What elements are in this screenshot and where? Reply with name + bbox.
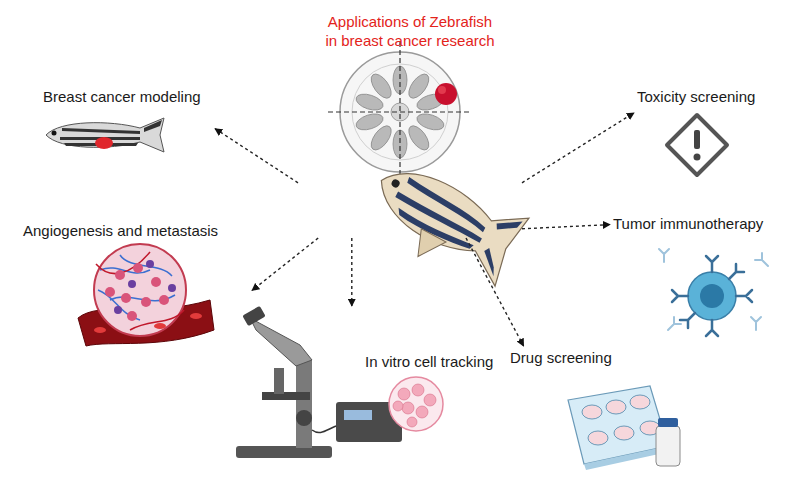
title-heading: Applications of Zebrafish in breast canc…	[323, 12, 497, 50]
fish-model-icon	[46, 118, 164, 152]
breast-illustration	[328, 42, 472, 182]
node-box: Drug screening	[506, 346, 682, 470]
dashed-arrow	[215, 129, 298, 183]
node-box: Breast cancer modeling	[40, 84, 215, 156]
application-label: Breast cancer modeling	[43, 87, 201, 106]
angiogenesis-icon	[78, 244, 214, 346]
application-label: Drug screening	[510, 348, 612, 367]
well-plate-icon	[568, 386, 680, 470]
node-box: Tumor immunotherapy	[610, 212, 778, 338]
immune-cell-icon	[659, 249, 768, 336]
dashed-arrow	[252, 238, 318, 291]
dashed-arrow	[522, 113, 634, 183]
warning-sign-icon	[667, 115, 727, 175]
dashed-arrow	[351, 238, 352, 306]
application-label: Angiogenesis and metastasis	[23, 221, 218, 240]
zebrafish-illustration	[358, 149, 531, 295]
node-box: Toxicity screening	[634, 84, 759, 180]
node-box: Angiogenesis and metastasis	[20, 219, 252, 349]
application-label: Toxicity screening	[637, 87, 755, 106]
dashed-arrow	[466, 238, 524, 346]
application-label: In vitro cell tracking	[365, 352, 493, 371]
dashed-arrow	[522, 225, 610, 229]
node-box: Applications of Zebrafish in breast canc…	[298, 8, 522, 238]
microscope-icon	[236, 306, 443, 458]
node-box: In vitro cell tracking	[228, 306, 500, 462]
application-label: Tumor immunotherapy	[613, 214, 763, 233]
